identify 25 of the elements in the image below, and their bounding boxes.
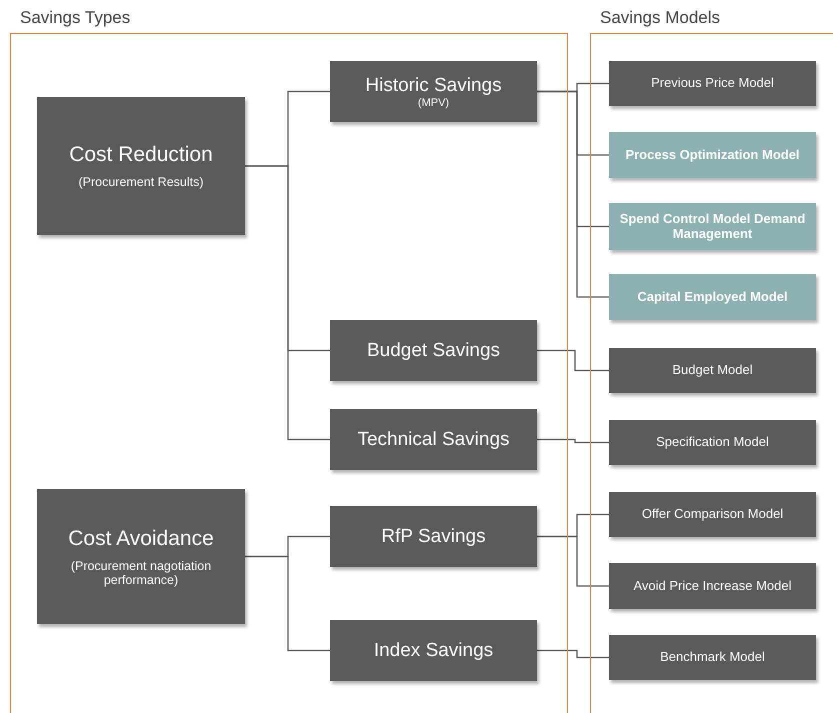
model-box: Budget Model: [609, 348, 816, 393]
model-box: Specification Model: [609, 420, 816, 465]
category-box: Cost Avoidance (Procurement nagotiation performance): [37, 489, 245, 624]
connector-line: [537, 536, 609, 587]
savings-type-box: Index Savings: [330, 620, 537, 681]
panel-heading: Savings Models: [600, 8, 720, 28]
connector-line: [245, 556, 330, 652]
model-box: Benchmark Model: [609, 635, 816, 680]
connector-line: [245, 165, 330, 440]
connector-line: [537, 90, 609, 298]
savings-type-box: Technical Savings: [330, 409, 537, 470]
model-box: Spend Control Model Demand Management: [609, 203, 816, 250]
savings-type-box: RfP Savings: [330, 506, 537, 567]
model-box: Offer Comparison Model: [609, 492, 816, 537]
panel-heading: Savings Types: [20, 8, 130, 28]
savings-type-box: Budget Savings: [330, 320, 537, 381]
connector-line: [537, 350, 609, 372]
model-box: Capital Employed Model: [609, 274, 816, 320]
category-box: Cost Reduction (Procurement Results): [37, 97, 245, 235]
model-box: Process Optimization Model: [609, 132, 816, 178]
savings-type-box: Historic Savings (MPV): [330, 61, 537, 122]
model-box: Avoid Price Increase Model: [609, 563, 816, 609]
model-box: Previous Price Model: [609, 61, 816, 106]
connector-line: [537, 650, 609, 658]
connector-line: [537, 438, 609, 444]
